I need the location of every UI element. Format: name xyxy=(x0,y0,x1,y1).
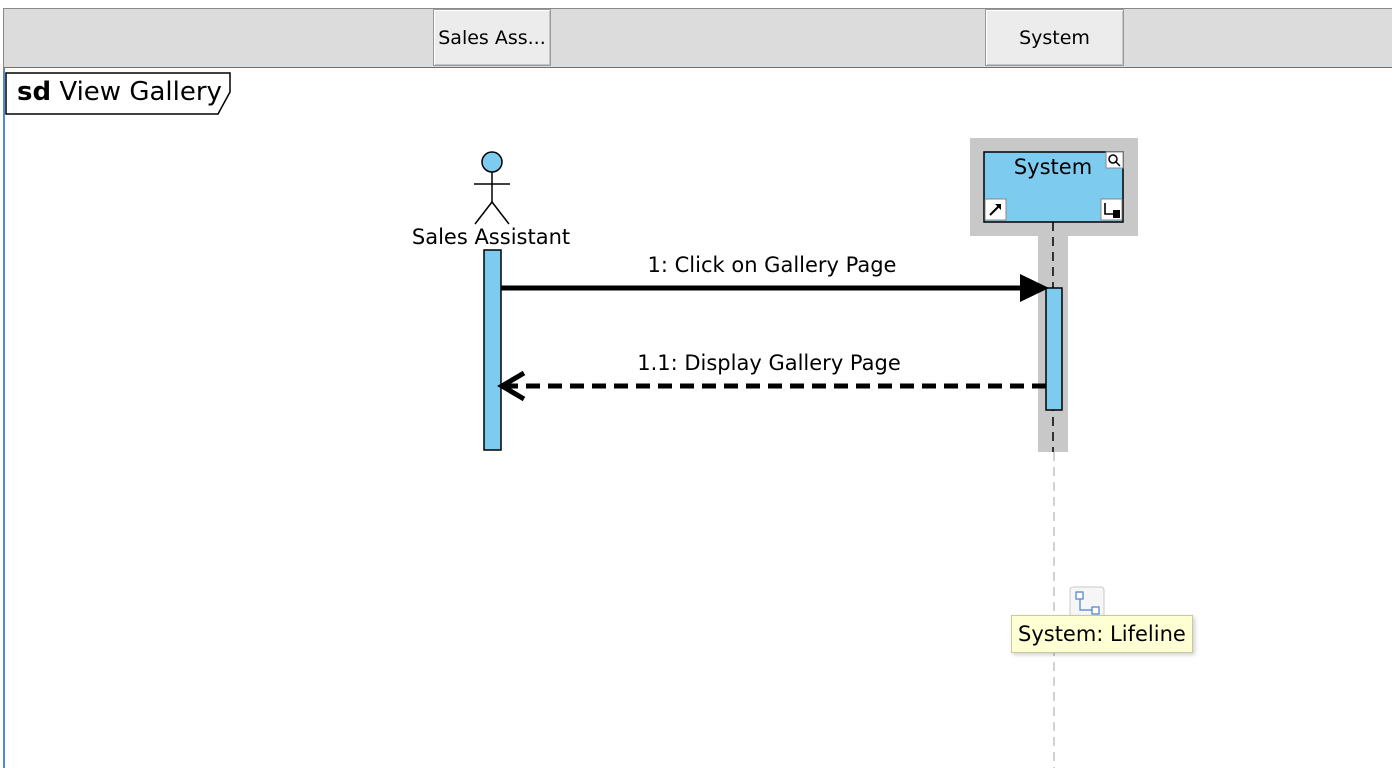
system-activation-bar[interactable] xyxy=(1045,287,1063,411)
lifeline-tooltip: System: Lifeline xyxy=(1011,615,1193,653)
magnify-icon[interactable] xyxy=(1105,151,1124,169)
message-1-arrowhead xyxy=(1020,274,1049,302)
message-1-1-label[interactable]: 1.1: Display Gallery Page xyxy=(637,351,901,375)
actor-stick-figure[interactable] xyxy=(474,151,510,225)
message-1-label[interactable]: 1: Click on Gallery Page xyxy=(648,253,897,277)
frame-name: View Gallery xyxy=(59,77,222,107)
frame-label-box xyxy=(5,72,231,115)
actor-name: Sales Assistant xyxy=(412,225,570,249)
frame-keyword: sd xyxy=(17,77,52,107)
header-button-sales-assistant[interactable]: Sales Ass... xyxy=(433,9,551,66)
subdiagram-icon[interactable] xyxy=(1100,198,1123,221)
lifeline-name: System xyxy=(1014,155,1092,179)
connector-handle-icon[interactable] xyxy=(1069,586,1105,622)
message-1-1-arrowhead xyxy=(497,370,526,402)
actor-activation-bar[interactable] xyxy=(483,249,502,451)
lifeline-header-bar: Sales Ass... System xyxy=(3,8,1392,69)
navigate-link-icon[interactable] xyxy=(984,198,1007,221)
system-lifeline-head[interactable] xyxy=(983,151,1124,223)
header-button-system[interactable]: System xyxy=(985,9,1124,66)
